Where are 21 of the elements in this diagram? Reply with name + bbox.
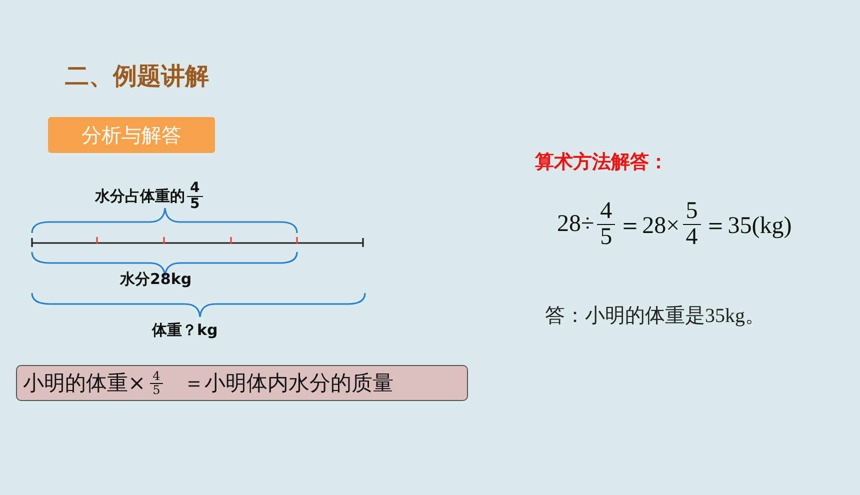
slide-title: 二、例题讲解 bbox=[65, 61, 209, 92]
fraction-denominator: 4 bbox=[686, 225, 698, 250]
brace-label: 水分占体重的 bbox=[95, 186, 185, 206]
equation-text: 28÷ bbox=[557, 211, 594, 238]
equation-text: ＝35(kg) bbox=[704, 212, 792, 241]
brace-label: 体重？kg bbox=[152, 321, 218, 340]
fraction-denominator: 5 bbox=[152, 384, 160, 396]
fraction-numerator: 4 bbox=[597, 199, 616, 226]
fraction-denominator: 5 bbox=[190, 196, 200, 212]
fraction-numerator: 5 bbox=[682, 199, 701, 226]
solution-heading: 算术方法解答： bbox=[535, 150, 668, 175]
fraction-numerator: 4 bbox=[187, 181, 203, 197]
formula-text: ＝小明体内水分的质量 bbox=[183, 370, 394, 397]
equation-text: ＝28× bbox=[618, 212, 680, 241]
fraction-numerator: 4 bbox=[150, 370, 164, 384]
brace-label: 水分28kg bbox=[120, 270, 192, 289]
section-badge: 分析与解答 bbox=[48, 117, 215, 153]
fraction-denominator: 5 bbox=[600, 225, 612, 250]
formula-box bbox=[16, 365, 468, 401]
answer-text: 答：小明的体重是35kg。 bbox=[545, 304, 765, 329]
formula-text: 小明的体重× bbox=[23, 370, 146, 397]
